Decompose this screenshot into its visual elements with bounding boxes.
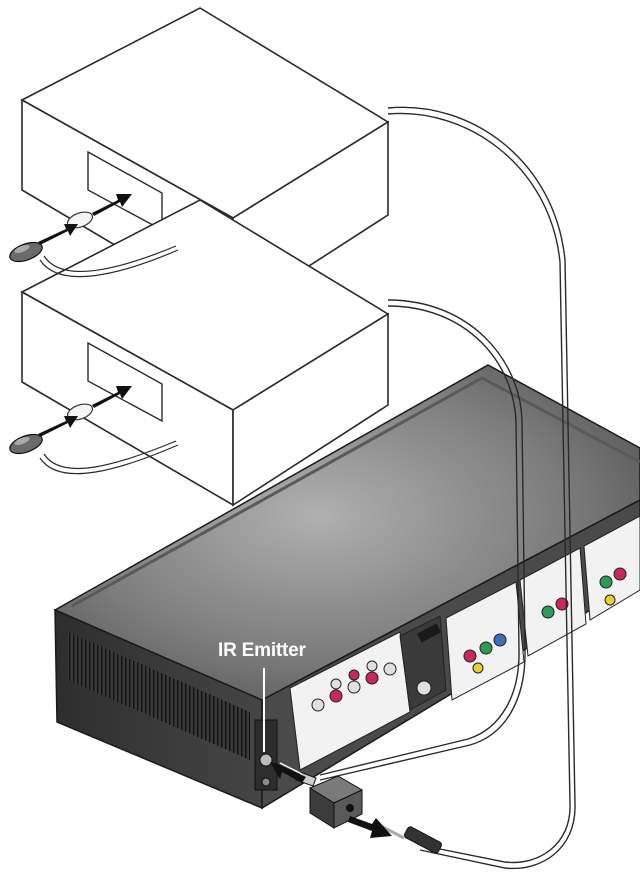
ir-signal-arrows-2 — [38, 386, 132, 437]
ir-signal-arrows-1 — [38, 194, 132, 245]
receiver-vent-grille — [68, 632, 250, 760]
ir-emitter-jack — [259, 753, 273, 767]
rca-jacks — [311, 567, 627, 712]
media-receiver — [53, 364, 640, 810]
ir-splitter — [308, 775, 364, 829]
ir-emitter-pod-1 — [9, 211, 94, 263]
emitter-pod-cables — [39, 245, 179, 475]
ir-emitter-label: IR Emitter — [218, 640, 306, 661]
ir-cables — [319, 106, 576, 870]
device-2-display-window — [87, 341, 163, 423]
device-2-side — [232, 312, 389, 507]
rear-connector-panels — [289, 515, 640, 771]
connection-arrows — [270, 762, 392, 838]
source-device-2 — [20, 199, 390, 507]
